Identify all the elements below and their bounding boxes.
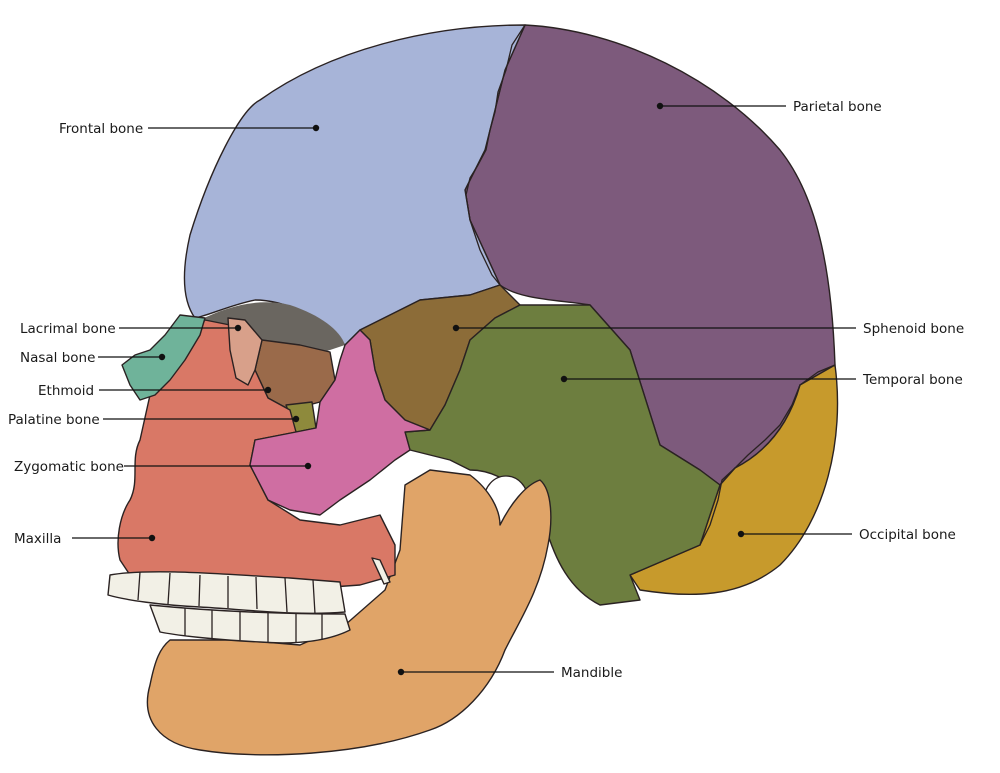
coronal-suture bbox=[465, 24, 526, 286]
occipital-bone-region bbox=[629, 364, 839, 596]
mandible-bone-region bbox=[146, 469, 552, 756]
svg-text:Occipital bone: Occipital bone bbox=[859, 527, 956, 543]
styloid-process bbox=[371, 557, 391, 585]
label-frontal: Frontal bone bbox=[59, 121, 320, 137]
label-nasal: Nasal bone bbox=[20, 350, 166, 366]
label-maxilla: Maxilla bbox=[14, 531, 156, 547]
svg-text:Maxilla: Maxilla bbox=[14, 531, 61, 547]
svg-text:Sphenoid bone: Sphenoid bone bbox=[863, 321, 964, 337]
svg-text:Lacrimal bone: Lacrimal bone bbox=[20, 321, 116, 337]
lower-teeth bbox=[149, 604, 351, 644]
svg-text:Frontal bone: Frontal bone bbox=[59, 121, 143, 137]
label-zygomatic: Zygomatic bone bbox=[14, 459, 312, 475]
svg-text:Zygomatic bone: Zygomatic bone bbox=[14, 459, 124, 475]
label-temporal: Temporal bone bbox=[560, 372, 963, 388]
svg-text:Ethmoid: Ethmoid bbox=[38, 383, 94, 399]
label-palatine: Palatine bone bbox=[8, 412, 300, 428]
lacrimal-bone-region bbox=[227, 317, 263, 386]
label-sphenoid: Sphenoid bone bbox=[452, 321, 964, 337]
label-occipital: Occipital bone bbox=[737, 527, 956, 543]
zygomatic-bone-region bbox=[249, 329, 431, 516]
label-mandible: Mandible bbox=[397, 665, 622, 681]
label-ethmoid: Ethmoid bbox=[38, 383, 272, 399]
label-lacrimal: Lacrimal bone bbox=[20, 321, 242, 337]
svg-text:Temporal bone: Temporal bone bbox=[862, 372, 963, 388]
svg-text:Palatine bone: Palatine bone bbox=[8, 412, 100, 428]
svg-text:Parietal bone: Parietal bone bbox=[793, 99, 882, 115]
label-parietal: Parietal bone bbox=[656, 99, 882, 115]
lambdoid-suture bbox=[699, 364, 836, 546]
svg-text:Mandible: Mandible bbox=[561, 665, 622, 681]
svg-text:Nasal bone: Nasal bone bbox=[20, 350, 95, 366]
